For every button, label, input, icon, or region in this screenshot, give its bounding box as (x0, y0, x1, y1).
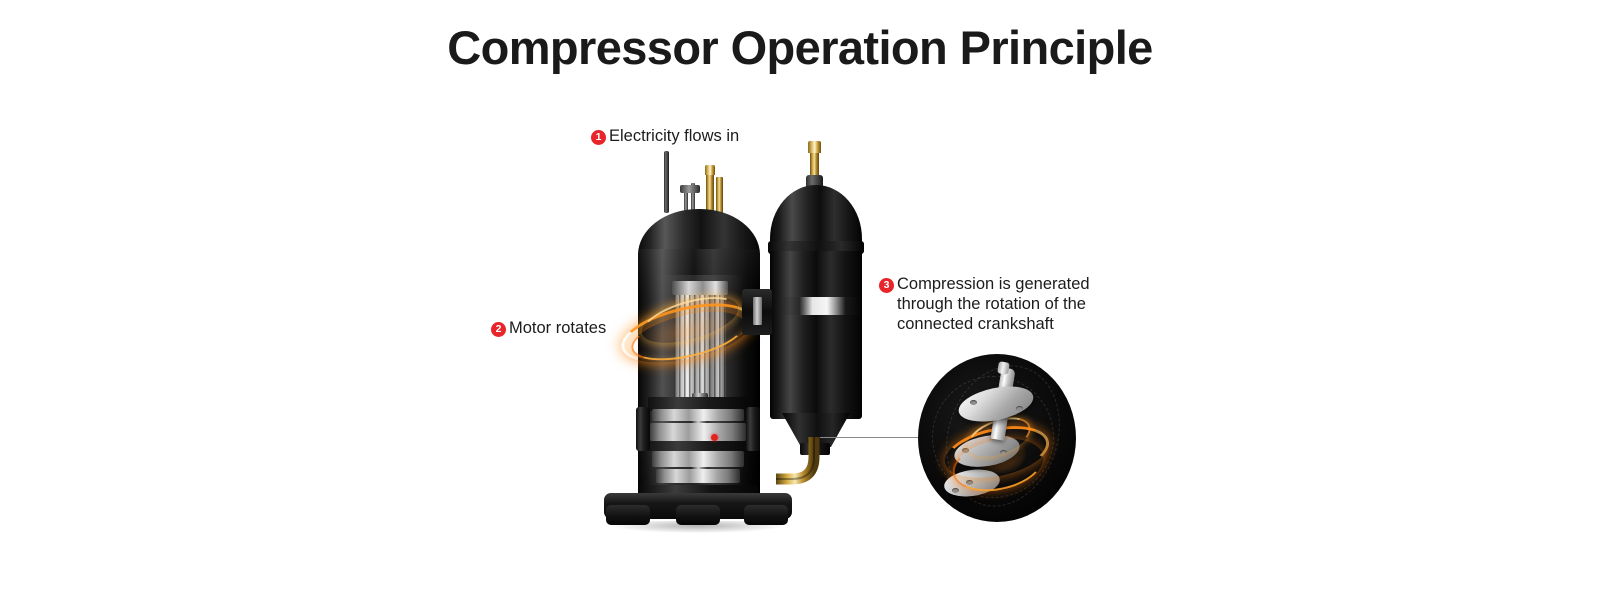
callout-3-label-line1: Compression is generated (897, 275, 1090, 293)
accumulator-highlight-band (770, 297, 862, 315)
brass-elbow-pipe-icon (774, 435, 822, 489)
crankshaft-tip (997, 361, 1010, 375)
brass-tube-cap-icon (705, 165, 715, 175)
pump-bolt-lug (636, 407, 650, 451)
magnifier-leader-line (820, 437, 922, 438)
crankshaft-marker-dot (711, 434, 718, 441)
motor-stator-windings (674, 287, 726, 405)
crankshaft-magnifier-circle (918, 354, 1076, 522)
pump-ring-icon (650, 423, 746, 441)
pump-ring-icon (652, 451, 744, 467)
pump-housing-dark (646, 441, 750, 451)
accumulator-inlet-tube-icon (810, 147, 819, 191)
callout-3-label-line2: through the rotation of the (897, 295, 1086, 313)
accumulator-tank (742, 141, 872, 455)
mounting-foot (606, 505, 650, 525)
disc-hole (1000, 450, 1007, 455)
callout-2-label: Motor rotates (509, 319, 607, 337)
terminal-pin-icon (684, 187, 688, 213)
terminal-pin-icon (691, 183, 695, 213)
disc-hole (970, 400, 977, 405)
mounting-foot (676, 505, 720, 525)
accumulator-collar (768, 241, 864, 254)
motor-stator-icon (674, 287, 726, 405)
mounting-foot (744, 505, 788, 525)
disc-hole (952, 488, 959, 493)
callout-1-label: Electricity flows in (609, 127, 740, 145)
decorative-arc (932, 376, 1054, 498)
base-shadow (612, 521, 784, 533)
disc-hole (966, 480, 973, 485)
pump-ring-icon (656, 469, 740, 483)
brass-suction-tube-icon (706, 171, 714, 215)
accumulator-inlet-cap-icon (808, 141, 821, 153)
disc-hole (962, 448, 969, 453)
compressor-illustration (596, 125, 896, 535)
brass-suction-tube-icon (716, 177, 723, 215)
callout-3-label-line3: connected crankshaft (897, 315, 1054, 333)
terminal-block-icon (680, 185, 700, 193)
accumulator-shell (770, 251, 862, 419)
pump-housing-dark (648, 397, 748, 411)
page-title: Compressor Operation Principle (447, 21, 1153, 74)
disc-hole (1016, 406, 1023, 411)
callout-3-badge: 3 (879, 278, 894, 293)
callout-2-badge: 2 (491, 322, 506, 337)
pump-bolt-lug (746, 407, 760, 451)
accumulator-clamp-highlight (753, 297, 762, 325)
motor-stator-cap (672, 281, 728, 295)
discharge-pipe-icon (664, 151, 669, 213)
pump-ring-icon (652, 409, 744, 421)
callout-1-badge: 1 (591, 130, 606, 145)
